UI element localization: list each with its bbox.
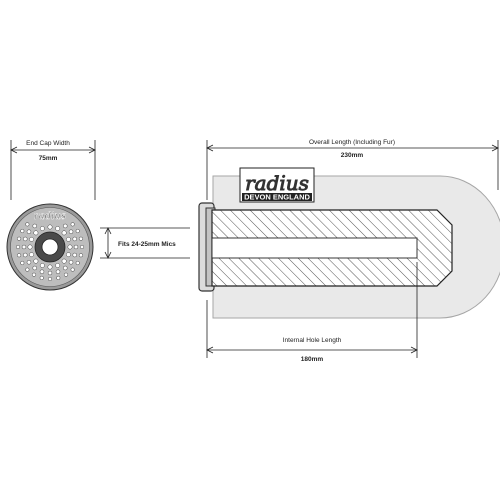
vent-hole — [32, 223, 37, 229]
vent-hole — [47, 264, 53, 270]
vent-hole — [63, 272, 69, 277]
vent-hole — [67, 244, 73, 250]
vent-hole — [23, 236, 28, 242]
mic-fit-dimension: Fits 24-25mm Mics — [100, 227, 190, 259]
mic-fit-arrow-top — [104, 227, 112, 235]
vent-hole — [55, 226, 61, 231]
end-cap-logo: radius — [34, 211, 66, 222]
mic-fit-label: Fits 24-25mm Mics — [118, 241, 176, 248]
overall-length-label: Overall Length (Including Fur) — [309, 139, 395, 146]
vent-hole — [33, 230, 39, 236]
brand-logo-text: radius — [245, 171, 309, 195]
vent-hole — [26, 229, 32, 234]
brand-subtitle: DEVON ENGLAND — [244, 193, 310, 202]
vent-hole — [25, 222, 30, 227]
internal-hole-value: 180mm — [301, 356, 324, 363]
vent-hole — [20, 228, 25, 234]
vent-hole — [31, 272, 37, 277]
internal-hole-dimension: Internal Hole Length 180mm — [206, 262, 418, 363]
vent-hole — [70, 267, 75, 272]
vent-hole — [73, 244, 79, 250]
vent-hole — [47, 224, 53, 230]
vent-hole — [68, 229, 74, 234]
vent-hole — [39, 269, 45, 274]
overall-length-dimension: Overall Length (Including Fur) 230mm — [206, 139, 499, 200]
end-cap-width-value: 75mm — [39, 155, 58, 162]
internal-hole-label: Internal Hole Length — [283, 337, 342, 344]
vent-hole — [55, 263, 61, 268]
internal-arrow-left — [206, 346, 214, 354]
end-cap-width-arrow-right — [88, 146, 96, 154]
vent-hole — [39, 263, 45, 268]
vent-hole — [15, 244, 21, 250]
vent-hole — [75, 228, 80, 234]
vent-hole — [78, 253, 83, 258]
vent-hole — [61, 258, 67, 264]
end-cap-width-label: End Cap Width — [26, 140, 70, 147]
vent-hole — [61, 230, 67, 236]
vent-hole — [39, 275, 44, 280]
end-cap-width-arrow-left — [10, 146, 18, 154]
vent-hole — [72, 252, 77, 258]
vent-hole — [23, 252, 28, 258]
vent-hole — [70, 222, 75, 227]
overall-arrow-left — [206, 144, 214, 152]
vent-hole — [32, 265, 37, 271]
internal-arrow-right — [410, 346, 418, 354]
vent-hole — [78, 236, 83, 241]
brand-badge: radius DEVON ENGLAND — [239, 167, 315, 203]
mic-fit-arrow-bottom — [104, 251, 112, 259]
overall-length-value: 230mm — [341, 152, 364, 159]
vent-hole — [63, 265, 68, 271]
vent-hole — [39, 226, 45, 231]
vent-hole — [20, 260, 25, 266]
vent-hole — [17, 253, 22, 258]
end-cap-mic-hole — [41, 238, 59, 256]
internal-mic-hole — [211, 237, 418, 259]
vent-hole — [55, 269, 61, 274]
overall-arrow-right — [491, 144, 499, 152]
vent-hole — [56, 275, 61, 280]
vent-hole — [17, 236, 22, 241]
vent-hole — [26, 260, 32, 265]
vent-hole — [29, 252, 34, 258]
end-cap-view: End Cap Width 75mm radius — [6, 140, 96, 291]
vent-hole — [21, 244, 27, 250]
vent-hole — [29, 236, 34, 242]
vent-hole — [79, 244, 85, 250]
vent-hole — [75, 260, 80, 266]
vent-hole — [72, 236, 77, 242]
vent-hole — [33, 258, 39, 264]
windshield-side-view — [198, 175, 500, 319]
vent-hole — [47, 270, 53, 276]
vent-hole — [68, 260, 74, 265]
vent-hole — [63, 223, 68, 229]
end-cap-vent-holes — [15, 222, 85, 282]
vent-hole — [27, 244, 33, 250]
vent-hole — [25, 267, 30, 272]
brand-subtitle-bar — [242, 193, 312, 201]
vent-hole — [66, 236, 71, 242]
vent-hole — [66, 252, 71, 258]
vent-hole — [47, 276, 53, 282]
